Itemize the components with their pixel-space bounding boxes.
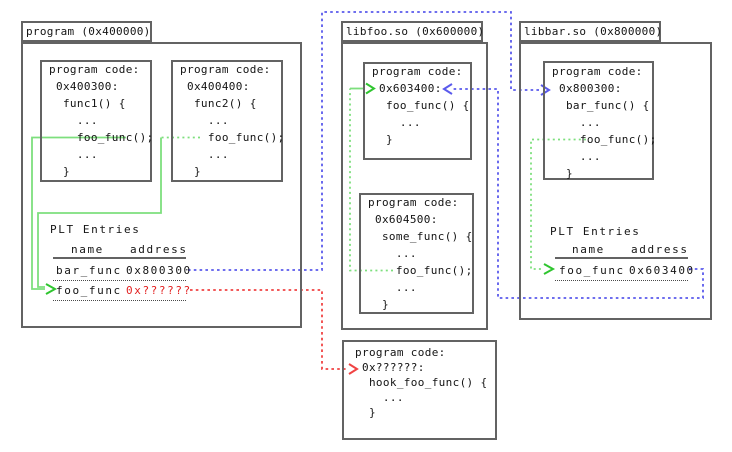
code-line: 0x800300: — [552, 82, 622, 95]
code-line: ... — [49, 114, 98, 127]
plt-row-foo-func-libbar: foo_func 0x603400 — [555, 262, 693, 281]
module-tab-libbar: libbar.so (0x800000) — [519, 21, 662, 42]
plt-row-name: bar_func — [56, 264, 122, 277]
plt-row-name: foo_func — [559, 264, 625, 277]
code-line: program code: — [355, 346, 446, 359]
call-path-somefunc-internal — [349, 88, 393, 272]
code-line: } — [368, 298, 389, 311]
code-box-libfoo-some — [359, 193, 474, 314]
jump-path-libbarplt-to-libfoo — [453, 88, 704, 299]
code-line: 0x??????: — [355, 361, 425, 374]
code-line: hook_foo_func() { — [355, 376, 488, 389]
code-line: program code: — [49, 63, 140, 76]
code-line: foo_func() { — [372, 99, 470, 112]
arrowhead-foo-func-code — [365, 82, 376, 95]
code-line: ... — [49, 148, 98, 161]
code-line: ... — [552, 116, 601, 129]
arrowhead-libfoo-0x603400 — [442, 83, 453, 95]
code-line: func2() { — [180, 97, 257, 110]
code-line: foo_func(); — [552, 133, 657, 146]
code-line: ... — [372, 116, 421, 129]
module-box-libbar — [519, 42, 712, 320]
arrowhead-plt-foo-func — [45, 283, 58, 295]
call-path-func2-to-plt — [37, 137, 162, 288]
plt-header-program: name address — [0, 243, 186, 295]
plt-row-name: foo_func — [56, 284, 122, 297]
code-line: 0x400300: — [49, 80, 119, 93]
plt-entries-label-program: PLT Entries — [50, 223, 141, 236]
code-line: 0x604500: — [368, 213, 438, 226]
call-path-barfunc-to-libbar-plt — [530, 138, 586, 270]
code-box-func1 — [40, 60, 152, 182]
code-libfoo-some: program code: 0x604500: some_func() { ..… — [368, 194, 473, 313]
code-line: } — [552, 167, 573, 180]
plt-header-rule — [555, 257, 688, 259]
module-box-libfoo — [341, 42, 488, 330]
code-libbar-bar: program code: 0x800300: bar_func() { ...… — [552, 63, 657, 182]
code-func2: program code: 0x400400: func2() { ... fo… — [180, 61, 285, 180]
code-box-func2 — [171, 60, 283, 182]
code-line: } — [49, 165, 70, 178]
code-line: ... — [368, 247, 417, 260]
plt-header-rule — [53, 257, 186, 259]
code-box-hook — [342, 340, 497, 440]
code-libfoo-foo: program code: 0x603400: foo_func() { ...… — [372, 63, 470, 148]
code-line: 0x603400: — [372, 82, 442, 95]
code-line: program code: — [368, 196, 459, 209]
module-box-program — [21, 42, 302, 328]
code-line: 0x400400: — [180, 80, 250, 93]
plt-col-address: address — [130, 243, 188, 256]
plt-col-name: name — [71, 243, 104, 256]
code-line: ... — [180, 148, 229, 161]
arrowhead-libbar-plt — [543, 263, 556, 275]
plt-col-address: address — [631, 243, 689, 256]
code-line: func1() { — [49, 97, 126, 110]
code-line: program code: — [552, 65, 643, 78]
code-line: program code: — [372, 65, 463, 78]
call-path-func1-to-plt — [31, 136, 126, 290]
code-line: } — [372, 133, 393, 146]
code-hook: program code: 0x??????: hook_foo_func() … — [355, 345, 487, 420]
code-line: foo_func(); — [368, 264, 473, 277]
plt-row-address: 0x800300 — [126, 264, 192, 277]
code-line: bar_func() { — [552, 99, 650, 112]
jump-path-barfunc-to-libbar — [188, 11, 540, 271]
jump-path-fooplt-to-hook — [190, 289, 348, 370]
code-line: } — [355, 406, 376, 419]
module-tab-program: program (0x400000) — [21, 21, 152, 42]
code-line: foo_func(); — [180, 131, 285, 144]
plt-row-foo-func: foo_func 0x?????? — [53, 282, 190, 301]
code-line: ... — [355, 391, 404, 404]
code-line: } — [180, 165, 201, 178]
code-line: some_func() { — [368, 230, 473, 243]
arrowhead-hook-0x?????? — [348, 363, 359, 375]
code-line: ... — [368, 281, 417, 294]
code-func1: program code: 0x400300: func1() { ... fo… — [49, 61, 154, 180]
code-line: program code: — [180, 63, 271, 76]
code-box-libfoo-foo — [363, 62, 472, 160]
code-line: ... — [180, 114, 229, 127]
code-box-libbar-bar — [543, 61, 654, 180]
module-tab-libfoo: libfoo.so (0x600000) — [341, 21, 484, 42]
plt-col-name: name — [572, 243, 605, 256]
code-line: ... — [552, 150, 601, 163]
plt-header-libbar: name address — [0, 243, 687, 295]
code-line: foo_func(); — [49, 131, 154, 144]
plt-row-address: 0x603400 — [629, 264, 695, 277]
plt-entries-label-libbar: PLT Entries — [550, 225, 641, 238]
plt-row-address-unknown: 0x?????? — [126, 284, 192, 297]
plt-row-bar-func: bar_func 0x800300 — [53, 262, 190, 281]
